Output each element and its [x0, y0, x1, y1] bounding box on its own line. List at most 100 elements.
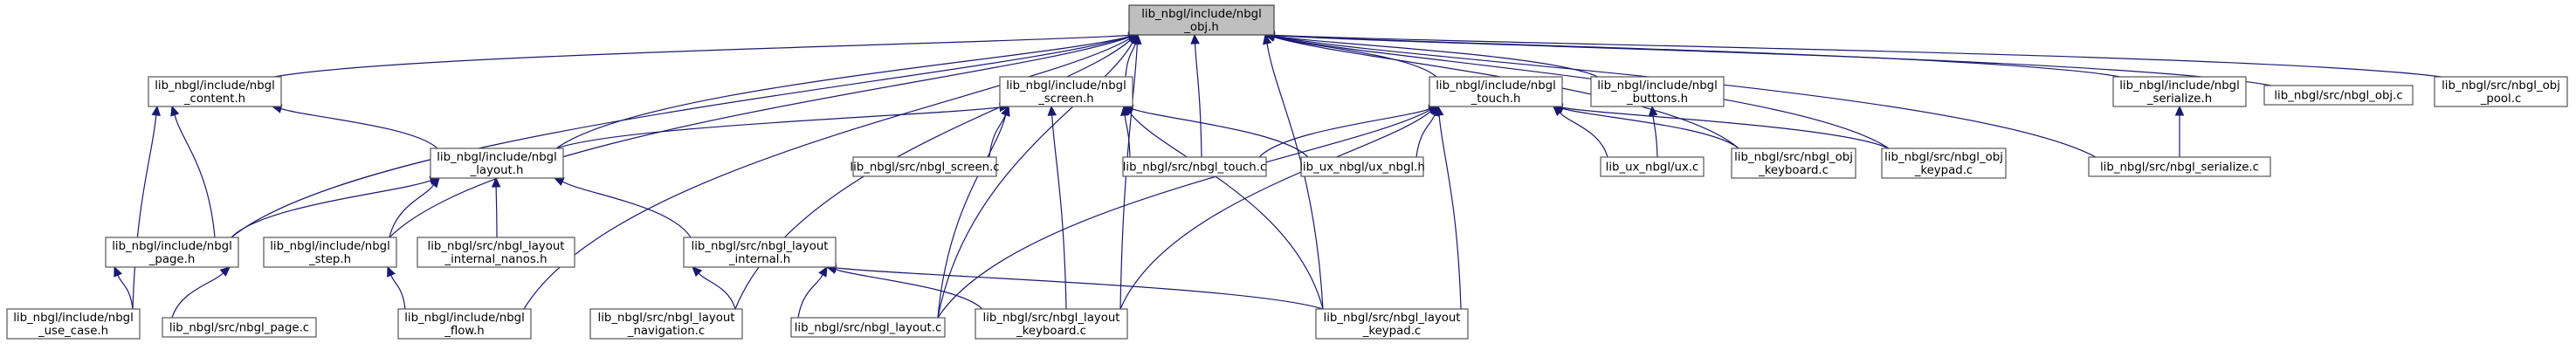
node-obj-keyboard-c[interactable]: lib_nbgl/src/nbgl_obj_keyboard.c — [1731, 148, 1856, 179]
node-serialize-h[interactable]: lib_nbgl/include/nbgl_serialize.h — [2112, 76, 2247, 107]
node-layout-navigation-c[interactable]: lib_nbgl/src/nbgl_layout_navigation.c — [589, 308, 743, 340]
node-obj-pool-c[interactable]: lib_nbgl/src/nbgl_obj_pool.c — [2434, 76, 2568, 107]
node-label-line: _use_case.h — [38, 325, 108, 338]
node-box — [397, 308, 532, 340]
node-label-line: _keyboard.c — [1758, 164, 1829, 177]
edge-line — [495, 186, 498, 238]
edge-arrowhead — [1262, 33, 1272, 45]
edge-layout-navigation-c-to-layout-internal-h — [692, 266, 736, 310]
edge-layout-keypad-c-to-obj-h — [1262, 33, 1324, 310]
node-label-line: lib_nbgl/src/nbgl_obj — [1734, 151, 1853, 164]
edge-layout-keypad-c-to-layout-internal-h — [825, 263, 1324, 310]
node-layout-keypad-c[interactable]: lib_nbgl/src/nbgl_layout_keypad.c — [1315, 308, 1469, 340]
node-layout-internal-nanos-h[interactable]: lib_nbgl/src/nbgl_layout_internal_nanos.… — [417, 237, 575, 268]
node-layout-h[interactable]: lib_nbgl/include/nbgl_layout.h — [430, 148, 564, 179]
node-box — [589, 308, 743, 340]
node-step-h[interactable]: lib_nbgl/include/nbgl_step.h — [263, 237, 397, 268]
edge-line — [937, 41, 1133, 319]
node-obj-c[interactable]: lib_nbgl/src/nbgl_obj.c — [2263, 85, 2414, 106]
node-label-line: lib_nbgl/src/nbgl_page.c — [169, 322, 309, 335]
edge-flow-h-to-step-h — [387, 265, 406, 310]
edge-arrowhead — [1648, 105, 1658, 116]
edge-page-h-to-content-h — [170, 105, 216, 238]
node-layout-internal-h[interactable]: lib_nbgl/src/nbgl_layout_internal.h — [683, 237, 837, 268]
edge-line — [132, 114, 157, 310]
node-box — [1731, 148, 1856, 179]
edge-layout-internal-h-to-layout-h — [553, 177, 692, 238]
edge-line — [523, 38, 1131, 310]
node-ux-c[interactable]: lib_ux_nbgl/ux.c — [1600, 156, 1705, 177]
node-box — [2434, 76, 2568, 107]
edge-arrowhead — [170, 105, 180, 117]
node-box — [999, 76, 1133, 107]
node-label-line: lib_nbgl/include/nbgl — [270, 240, 390, 253]
node-label-line: lib_nbgl/include/nbgl — [155, 79, 275, 93]
node-page-h[interactable]: lib_nbgl/include/nbgl_page.h — [105, 237, 239, 268]
node-label-line: _layout.h — [470, 164, 524, 177]
edge-line — [1124, 114, 1131, 158]
edge-page-h-to-obj-h — [231, 32, 1140, 238]
node-label-line: lib_nbgl/src/nbgl_touch.c — [1123, 161, 1267, 175]
node-page-c[interactable]: lib_nbgl/src/nbgl_page.c — [162, 317, 317, 338]
node-label-line: lib_nbgl/src/nbgl_screen.c — [850, 161, 999, 175]
edge-line — [1415, 113, 1436, 158]
node-box — [2088, 156, 2271, 177]
node-layout-c[interactable]: lib_nbgl/src/nbgl_layout.c — [790, 317, 946, 338]
node-label-line: lib_nbgl/include/nbgl — [404, 312, 525, 325]
node-label-line: _keypad.c — [1362, 325, 1422, 338]
edge-line — [835, 267, 1324, 310]
edge-line — [1273, 34, 2121, 78]
node-box — [1429, 76, 1563, 107]
node-label-line: lib_nbgl/src/nbgl_obj — [1884, 151, 2003, 164]
edge-line — [1438, 114, 1462, 310]
node-label-line: _step.h — [308, 253, 351, 266]
node-box — [2263, 85, 2414, 106]
node-obj-keypad-c[interactable]: lib_nbgl/src/nbgl_obj_keypad.c — [1881, 148, 2007, 179]
edge-layout-keyboard-c-to-touch-h — [1119, 106, 1440, 310]
nodes-layer: lib_nbgl/include/nbgl_obj.h lib_nbgl/incl… — [6, 4, 2568, 340]
node-flow-h[interactable]: lib_nbgl/include/nbgl_flow.h — [397, 308, 532, 340]
node-box — [148, 76, 282, 107]
node-buttons-h[interactable]: lib_nbgl/include/nbgl_buttons.h — [1590, 76, 1725, 107]
edge-serialize-c-to-serialize-h — [2174, 105, 2185, 158]
edge-line — [390, 275, 406, 310]
node-layout-keyboard-c[interactable]: lib_nbgl/src/nbgl_layout_keyboard.c — [975, 308, 1128, 340]
node-label-line: lib_nbgl/src/nbgl_layout — [692, 240, 829, 253]
node-serialize-c[interactable]: lib_nbgl/src/nbgl_serialize.c — [2088, 156, 2271, 177]
node-touch-c[interactable]: lib_nbgl/src/nbgl_touch.c — [1122, 156, 1267, 177]
edge-content-h-to-obj-h — [273, 31, 1140, 78]
node-box — [1600, 156, 1705, 177]
edge-arrowhead — [430, 177, 440, 189]
edge-arrowhead — [1123, 106, 1134, 117]
edge-line — [555, 36, 1130, 149]
node-label-line: lib_ux_nbgl/ux_nbgl.h — [1299, 161, 1425, 175]
node-use-case-h[interactable]: lib_nbgl/include/nbgl_use_case.h — [6, 308, 141, 340]
edge-layout-h-to-screen-h — [555, 102, 1010, 149]
edge-line — [988, 114, 1007, 158]
node-screen-c[interactable]: lib_nbgl/src/nbgl_screen.c — [850, 156, 1000, 177]
node-screen-h[interactable]: lib_nbgl/include/nbgl_screen.h — [999, 76, 1133, 107]
edge-touch-c-to-touch-h — [1258, 104, 1440, 158]
node-ux-nbgl-h[interactable]: lib_ux_nbgl/ux_nbgl.h — [1299, 156, 1425, 177]
edge-arrowhead — [491, 176, 501, 188]
edge-line — [1125, 43, 1136, 78]
edge-touch-c-to-obj-h — [1190, 33, 1202, 158]
node-obj-h[interactable]: lib_nbgl/include/nbgl_obj.h — [1128, 4, 1275, 36]
edge-line — [389, 184, 435, 238]
edge-ux-nbgl-h-to-screen-h — [1122, 104, 1309, 158]
node-label-line: lib_nbgl/src/nbgl_layout — [598, 312, 735, 325]
edge-line — [1561, 107, 1739, 149]
edge-step-h-to-layout-h — [389, 177, 440, 238]
edge-line — [797, 274, 823, 319]
edge-line — [1273, 34, 2442, 78]
node-content-h[interactable]: lib_nbgl/include/nbgl_content.h — [148, 76, 282, 107]
edge-line — [1051, 114, 1067, 310]
edge-line — [1132, 108, 1309, 158]
node-label-line: lib_nbgl/src/nbgl_layout — [1324, 312, 1461, 325]
edge-line — [937, 109, 1431, 319]
edge-arrowhead — [151, 105, 161, 117]
edge-line — [835, 269, 983, 310]
node-label-line: lib_nbgl/include/nbgl — [2119, 79, 2240, 93]
edge-line — [561, 181, 692, 238]
node-touch-h[interactable]: lib_nbgl/include/nbgl_touch.h — [1429, 76, 1563, 107]
